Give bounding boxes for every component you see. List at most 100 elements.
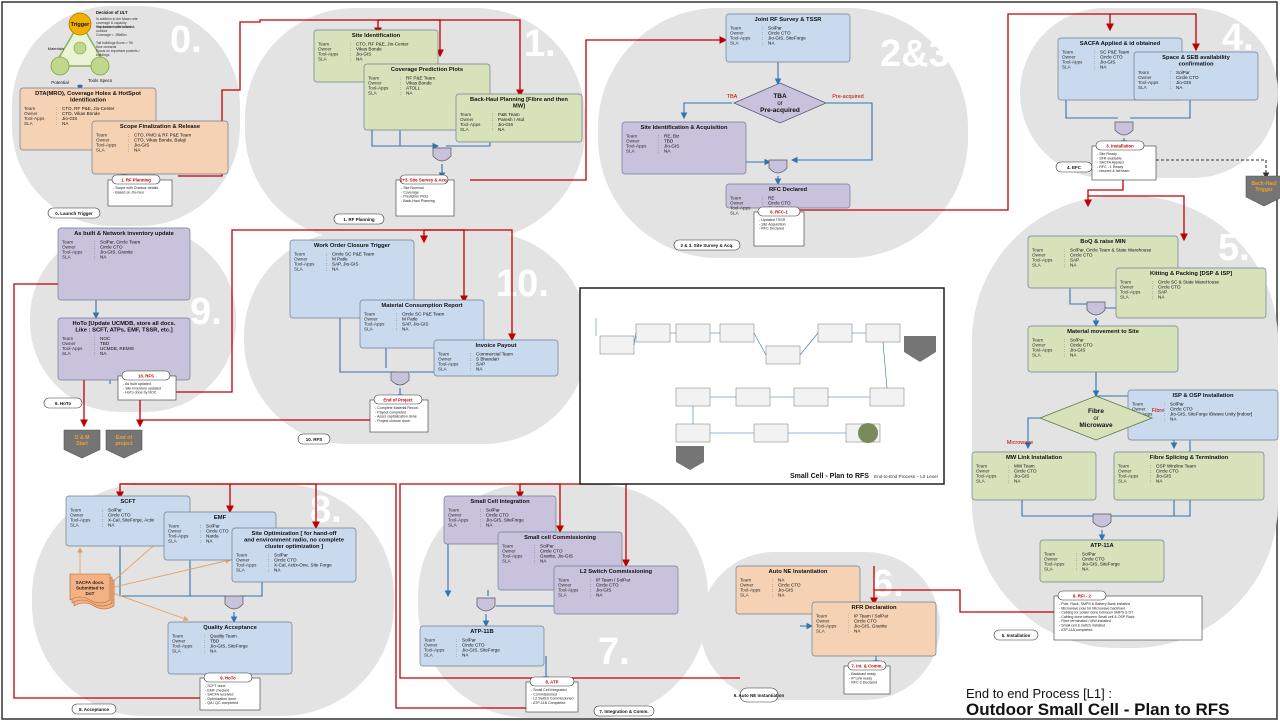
box-field-value: NA — [476, 367, 483, 372]
milestone-rfc1: 6. RFC-1- Updated TSSR- Site Acquisition… — [753, 206, 805, 247]
box-field-value: RE, Biz — [664, 134, 680, 139]
svg-text:- retuned & fail team: - retuned & fail team — [1097, 169, 1129, 173]
svg-text:8. ATP: 8. ATP — [546, 680, 559, 685]
box-field-label: Owner — [424, 643, 438, 648]
svg-text::: : — [1076, 567, 1077, 572]
svg-text::: : — [128, 143, 129, 148]
box-field-label: SLA — [96, 148, 106, 153]
overview-mini-box — [675, 387, 711, 407]
svg-text::: : — [456, 648, 457, 653]
merge-gate — [476, 597, 496, 612]
box-field-label: Team — [172, 634, 183, 639]
box-field-value: OSP Wireline Team — [1156, 464, 1196, 469]
box-field-label: Tool-Apps — [448, 518, 469, 523]
phase-label-0: 0. Launch Trigger — [55, 211, 93, 216]
svg-text:- IP Link ready: - IP Link ready — [849, 676, 872, 680]
box-field-label: Tool-Apps — [318, 52, 339, 57]
box-title: Like : SCFT, ATPs, EMF, TSSR, etc.] — [75, 328, 172, 334]
box-field-label: Team — [448, 508, 459, 513]
box-field-value: Jio-GIS, Granite — [854, 624, 887, 629]
box-field-label: Owner — [1032, 343, 1046, 348]
box-field-label: SLA — [70, 523, 80, 528]
box-field-value: ATOLL — [406, 86, 421, 91]
box-field-label: Team — [730, 26, 741, 31]
box-field-label: Team — [1044, 552, 1055, 557]
box-field-label: Owner — [1044, 557, 1058, 562]
box-field-value: Jio-GIS — [778, 588, 793, 593]
box-field-value: CTO, Vikas Bonde — [62, 111, 100, 116]
svg-text::: : — [204, 649, 205, 654]
tools-node — [90, 56, 110, 76]
box-field-label: SLA — [626, 149, 636, 154]
svg-text:- ATP-11B Completed: - ATP-11B Completed — [531, 701, 565, 705]
svg-text::: : — [326, 257, 327, 262]
box-field-value: SolPar — [1176, 70, 1190, 75]
svg-text::: : — [400, 91, 401, 96]
box-field-value: TBD — [664, 139, 674, 144]
svg-text::: : — [456, 638, 457, 643]
svg-text:Pre-acquired: Pre-acquired — [760, 107, 800, 114]
phase-label-8: 8. Acceptance — [79, 707, 110, 712]
box-field-label: SLA — [438, 367, 448, 372]
box-field-label: Owner — [364, 317, 378, 322]
box-field-value: Jio-GIS — [134, 143, 149, 148]
svg-text::: : — [94, 255, 95, 260]
box-field-value: SolPar — [462, 638, 476, 643]
svg-text::: : — [470, 367, 471, 372]
box-title: BoQ & raise MIN — [1080, 239, 1125, 245]
milestone-rfs-ms: 10. RFS- As built updated- Site inventor… — [117, 370, 177, 401]
box-title: cluster optimization ] — [265, 544, 323, 550]
svg-text::: : — [1150, 469, 1151, 474]
svg-text::: : — [590, 588, 591, 593]
svg-text::: : — [762, 36, 763, 41]
box-field-value: Circle CTO — [1014, 469, 1037, 474]
box-field-label: Tool-Apps — [96, 143, 117, 148]
box-field-value: Jio-GIS, SiteForge — [486, 518, 524, 523]
box-title: Small cell Commissioning — [524, 535, 596, 541]
box-field-value: Jio-GIS, SiteForge — [768, 36, 806, 41]
svg-text::: : — [534, 549, 535, 554]
svg-text:- Small Cell Integrated: - Small Cell Integrated — [531, 688, 567, 692]
box-field-value: Circle CTO — [108, 513, 131, 518]
box-field-value: Vikas Bonde — [406, 81, 432, 86]
svg-text::: : — [56, 106, 57, 111]
box-field-label: SLA — [1120, 295, 1130, 300]
box-field-label: Tool-Apps — [62, 250, 83, 255]
svg-text::: : — [204, 639, 205, 644]
milestone-rfi2: 8. RFI - 2- Pole, Rack, SMPS & Battery B… — [1053, 590, 1203, 641]
box-field-value: NOC — [100, 336, 111, 341]
box-title: RFC Declared — [769, 187, 807, 193]
svg-text:Potential: Potential — [51, 80, 69, 85]
svg-text::: : — [590, 578, 591, 583]
box-field-label: Team — [424, 638, 435, 643]
box-field-value: Circle CTO — [206, 529, 229, 534]
box-field-label: Owner — [1062, 55, 1076, 60]
box-field-label: Owner — [976, 469, 990, 474]
box-field-value: Circle CTO — [778, 583, 801, 588]
svg-text::: : — [762, 31, 763, 36]
svg-text::: : — [1152, 295, 1153, 300]
svg-text::: : — [772, 588, 773, 593]
svg-text:Microwave: Microwave — [1007, 440, 1033, 446]
box-field-label: SLA — [558, 593, 568, 598]
svg-text::: : — [350, 52, 351, 57]
box-field-value: NA — [768, 41, 775, 46]
box-title: Back-Haul Planning [Fibre and then — [470, 97, 568, 103]
box-field-label: Tool-Apps — [730, 36, 751, 41]
box-field-label: Tool-Apps — [1062, 60, 1083, 65]
box-field-label: SLA — [364, 327, 374, 332]
svg-text::: : — [400, 76, 401, 81]
phase-label-7: 7. Integration & Comm. — [599, 709, 648, 714]
phase-label-10: 10. RFS — [306, 437, 323, 442]
box-field-label: Owner — [740, 583, 754, 588]
box-field-label: Owner — [1120, 285, 1134, 290]
svg-text:- Microwave pole for Microwave: - Microwave pole for Microwave backhaul — [1059, 606, 1125, 610]
merge-gate — [1086, 301, 1106, 316]
svg-text::: : — [1076, 562, 1077, 567]
svg-text:- Updated TSSR: - Updated TSSR — [759, 218, 786, 222]
box-field-value: Circle CTO — [854, 619, 877, 624]
svg-text::: : — [1008, 474, 1009, 479]
svg-text:- Fibre terminated / MW instal: - Fibre terminated / MW installed — [1059, 619, 1111, 623]
